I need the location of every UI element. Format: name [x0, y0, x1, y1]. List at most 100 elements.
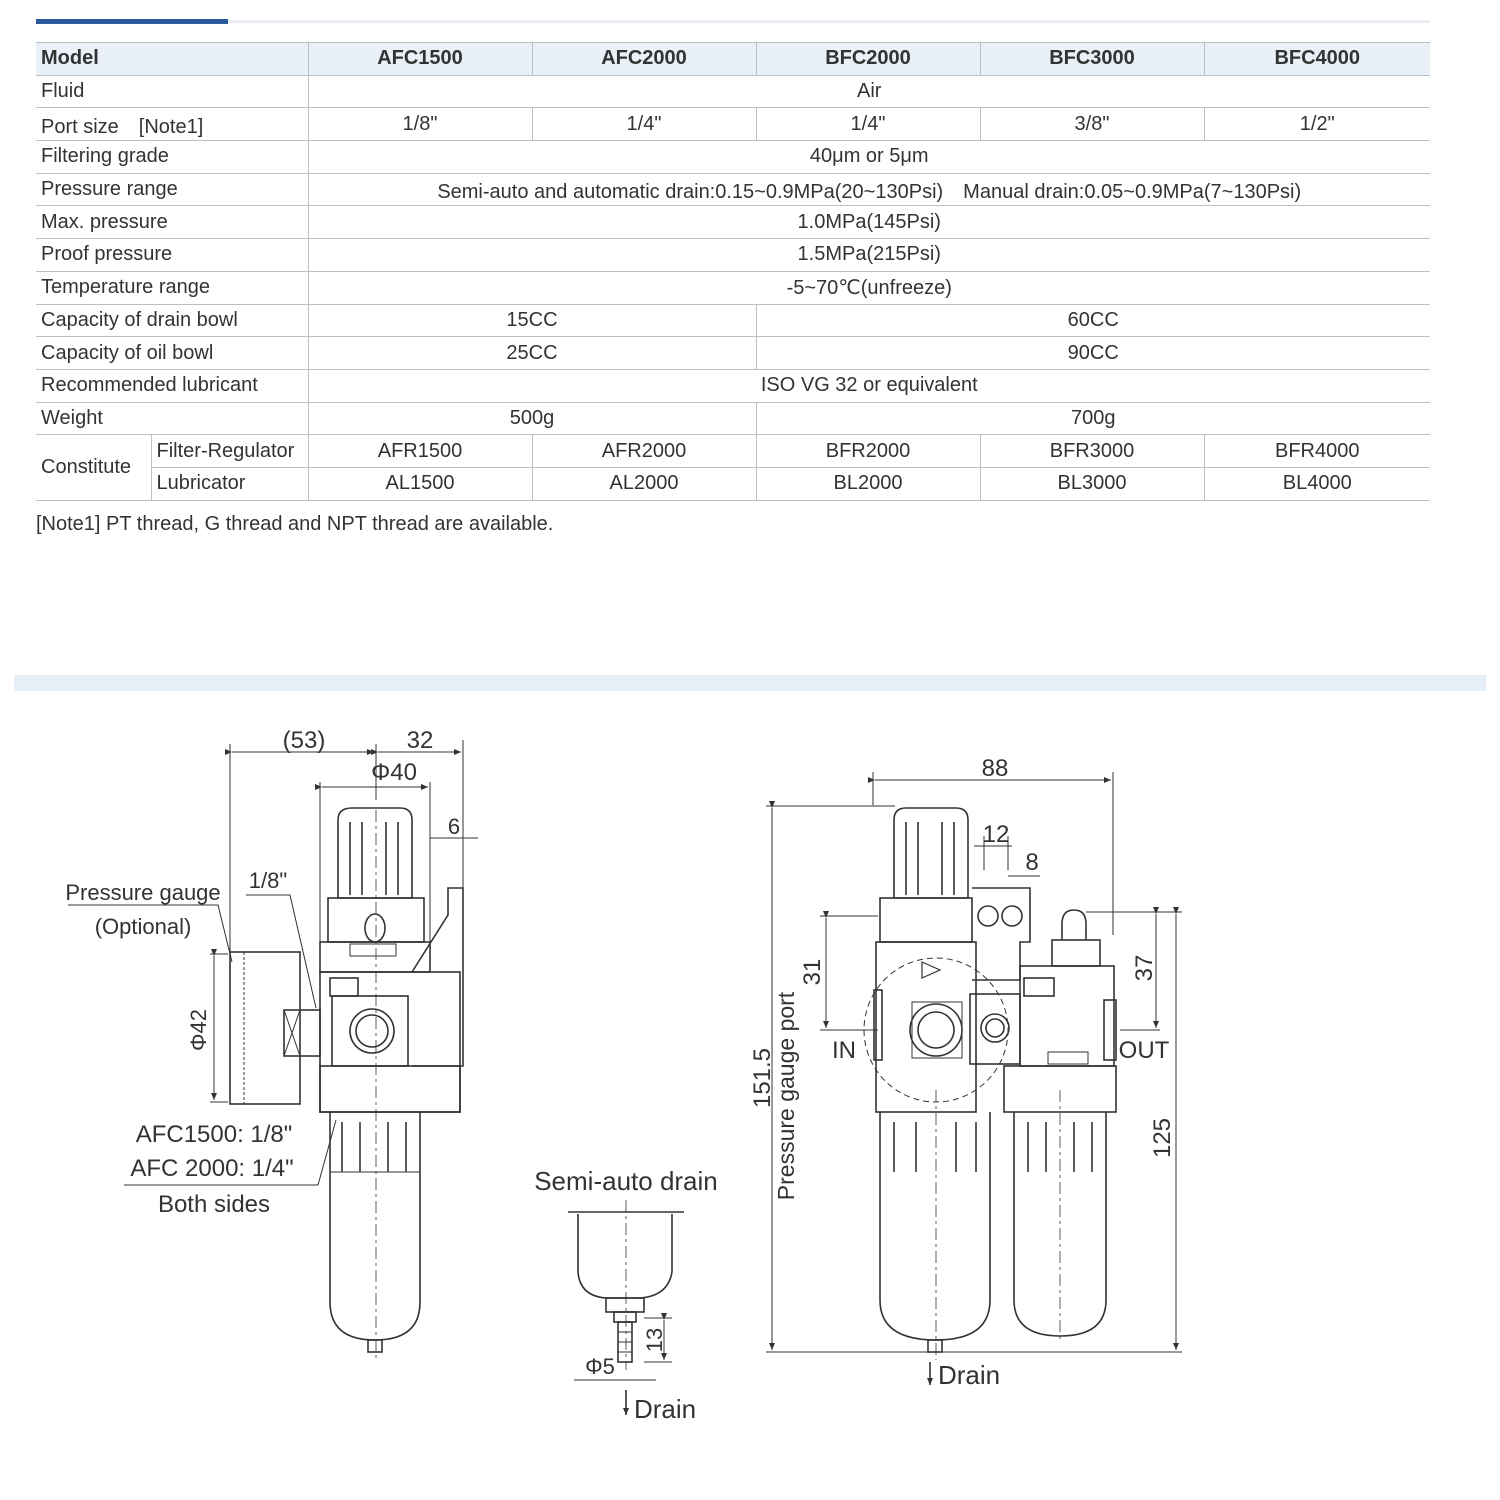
- table-row: Constitute Filter-Regulator AFR1500 AFR2…: [36, 434, 1430, 501]
- temperature-label: Temperature range: [36, 271, 308, 305]
- dim-8: 8: [1025, 849, 1038, 876]
- port-size-label: Port size [Note1]: [36, 107, 308, 142]
- port-label-both-sides: Both sides: [158, 1191, 270, 1218]
- table-row: Fluid Air: [36, 75, 1430, 109]
- proof-pressure-value: 1.5MPa(215Psi): [307, 238, 1430, 272]
- model-header: Model: [36, 42, 308, 76]
- drain-label: Drain: [938, 1360, 1000, 1390]
- table-row: Capacity of oil bowl 25CC 90CC: [36, 336, 1430, 370]
- weight-label: Weight: [36, 402, 308, 436]
- table-header-row: Model AFC1500 AFC2000 BFC2000 BFC3000 BF…: [36, 42, 1430, 76]
- table-row: Capacity of drain bowl 15CC 60CC: [36, 304, 1430, 338]
- table-row: Pressure range Semi-auto and automatic d…: [36, 173, 1430, 207]
- lubricant-value: ISO VG 32 or equivalent: [307, 369, 1430, 403]
- gauge-port-size: 1/8": [249, 868, 287, 893]
- top-rule: [228, 20, 1430, 23]
- model-bfc3000: BFC3000: [979, 42, 1204, 76]
- dim-53: (53): [283, 727, 326, 754]
- dim-37: 37: [1131, 955, 1158, 982]
- port-size-value: 1/4": [531, 107, 756, 142]
- gauge-port-label: Pressure gauge port: [773, 991, 799, 1200]
- semi-auto-drain-labels: Semi-auto drain Φ5 13 Drain: [534, 1166, 718, 1424]
- dim-phi42: Φ42: [186, 1009, 211, 1051]
- gauge-label: Pressure gauge: [65, 880, 220, 905]
- drain-bowl-value: 60CC: [755, 304, 1430, 338]
- table-row: Recommended lubricant ISO VG 32 or equiv…: [36, 369, 1430, 403]
- out-port-label: OUT: [1119, 1037, 1170, 1064]
- accent-bar: [36, 19, 228, 24]
- dim-13: 13: [642, 1328, 667, 1352]
- spec-table: Model AFC1500 AFC2000 BFC2000 BFC3000 BF…: [36, 42, 1430, 501]
- lubricator-value: AL2000: [531, 467, 756, 501]
- filter-regulator-value: BFR2000: [755, 434, 980, 468]
- afc-dimension-labels: (53) 32 Φ40 6 1/8" Pressure gauge (Optio…: [65, 727, 460, 1218]
- temperature-value: -5~70℃(unfreeze): [307, 271, 1430, 305]
- drain-bowl-label: Capacity of drain bowl: [36, 304, 308, 338]
- dim-151-5: 151.5: [749, 1048, 776, 1108]
- dim-125: 125: [1149, 1118, 1176, 1158]
- filter-regulator-value: BFR3000: [979, 434, 1204, 468]
- lubricator-value: BL4000: [1203, 467, 1430, 501]
- dim-32: 32: [407, 727, 434, 754]
- footnote: [Note1] PT thread, G thread and NPT thre…: [36, 513, 554, 535]
- semi-auto-drain-drawing: [568, 1200, 684, 1415]
- table-row: Weight 500g 700g: [36, 402, 1430, 436]
- table-row: Proof pressure 1.5MPa(215Psi): [36, 238, 1430, 272]
- semi-auto-drain-title: Semi-auto drain: [534, 1166, 718, 1196]
- constitute-label: Constitute: [36, 434, 151, 501]
- dim-88: 88: [982, 755, 1009, 782]
- bfc-unit-drawing: [766, 772, 1182, 1385]
- max-pressure-value: 1.0MPa(145Psi): [307, 205, 1430, 240]
- bfc-dimension-labels: 88 12 8 31 37 151.5 125 Pressure gauge p…: [749, 755, 1176, 1390]
- table-row: Port size [Note1] 1/8" 1/4" 1/4" 3/8" 1/…: [36, 107, 1430, 142]
- lubricator-value: BL3000: [979, 467, 1204, 501]
- port-label-afc1500: AFC1500: 1/8": [136, 1121, 293, 1148]
- proof-pressure-label: Proof pressure: [36, 238, 308, 272]
- fluid-label: Fluid: [36, 75, 308, 109]
- lubricator-value: AL1500: [307, 467, 532, 501]
- model-afc2000: AFC2000: [531, 42, 756, 76]
- table-row: Max. pressure 1.0MPa(145Psi): [36, 205, 1430, 240]
- port-size-value: 1/8": [307, 107, 532, 142]
- filter-regulator-value: AFR1500: [307, 434, 532, 468]
- port-size-value: 1/2": [1203, 107, 1430, 142]
- weight-value: 700g: [755, 402, 1430, 436]
- drain-bowl-value: 15CC: [307, 304, 756, 338]
- filtering-label: Filtering grade: [36, 140, 308, 174]
- dim-phi5: Φ5: [585, 1354, 615, 1379]
- pressure-range-value: Semi-auto and automatic drain:0.15~0.9MP…: [307, 173, 1430, 207]
- dim-31: 31: [799, 959, 826, 986]
- lubricator-value: BL2000: [755, 467, 980, 501]
- dim-phi40: Φ40: [371, 759, 417, 786]
- lubricant-label: Recommended lubricant: [36, 369, 308, 403]
- port-size-value: 3/8": [979, 107, 1204, 142]
- filtering-value: 40μm or 5μm: [307, 140, 1430, 174]
- section-divider: [14, 675, 1486, 691]
- table-row: Filtering grade 40μm or 5μm: [36, 140, 1430, 174]
- gauge-optional-label: (Optional): [95, 914, 192, 939]
- oil-bowl-label: Capacity of oil bowl: [36, 336, 308, 370]
- port-label-afc2000: AFC 2000: 1/4": [130, 1155, 293, 1182]
- weight-value: 500g: [307, 402, 756, 436]
- lubricator-label: Lubricator: [150, 467, 308, 501]
- table-row: Lubricator AL1500 AL2000 BL2000 BL3000 B…: [36, 467, 1430, 501]
- port-size-value: 1/4": [755, 107, 980, 142]
- drain-label: Drain: [634, 1394, 696, 1424]
- fluid-value: Air: [307, 75, 1430, 109]
- pressure-range-label: Pressure range: [36, 173, 308, 207]
- filter-regulator-value: AFR2000: [531, 434, 756, 468]
- model-bfc2000: BFC2000: [755, 42, 980, 76]
- oil-bowl-value: 25CC: [307, 336, 756, 370]
- filter-regulator-value: BFR4000: [1203, 434, 1430, 468]
- in-port-label: IN: [832, 1037, 856, 1064]
- dim-6: 6: [448, 814, 460, 839]
- afc-unit-drawing: [68, 740, 478, 1360]
- dim-12: 12: [983, 821, 1010, 848]
- model-bfc4000: BFC4000: [1203, 42, 1430, 76]
- table-row: Temperature range -5~70℃(unfreeze): [36, 271, 1430, 305]
- filter-regulator-label: Filter-Regulator: [150, 434, 308, 468]
- max-pressure-label: Max. pressure: [36, 205, 308, 240]
- oil-bowl-value: 90CC: [755, 336, 1430, 370]
- model-afc1500: AFC1500: [307, 42, 532, 76]
